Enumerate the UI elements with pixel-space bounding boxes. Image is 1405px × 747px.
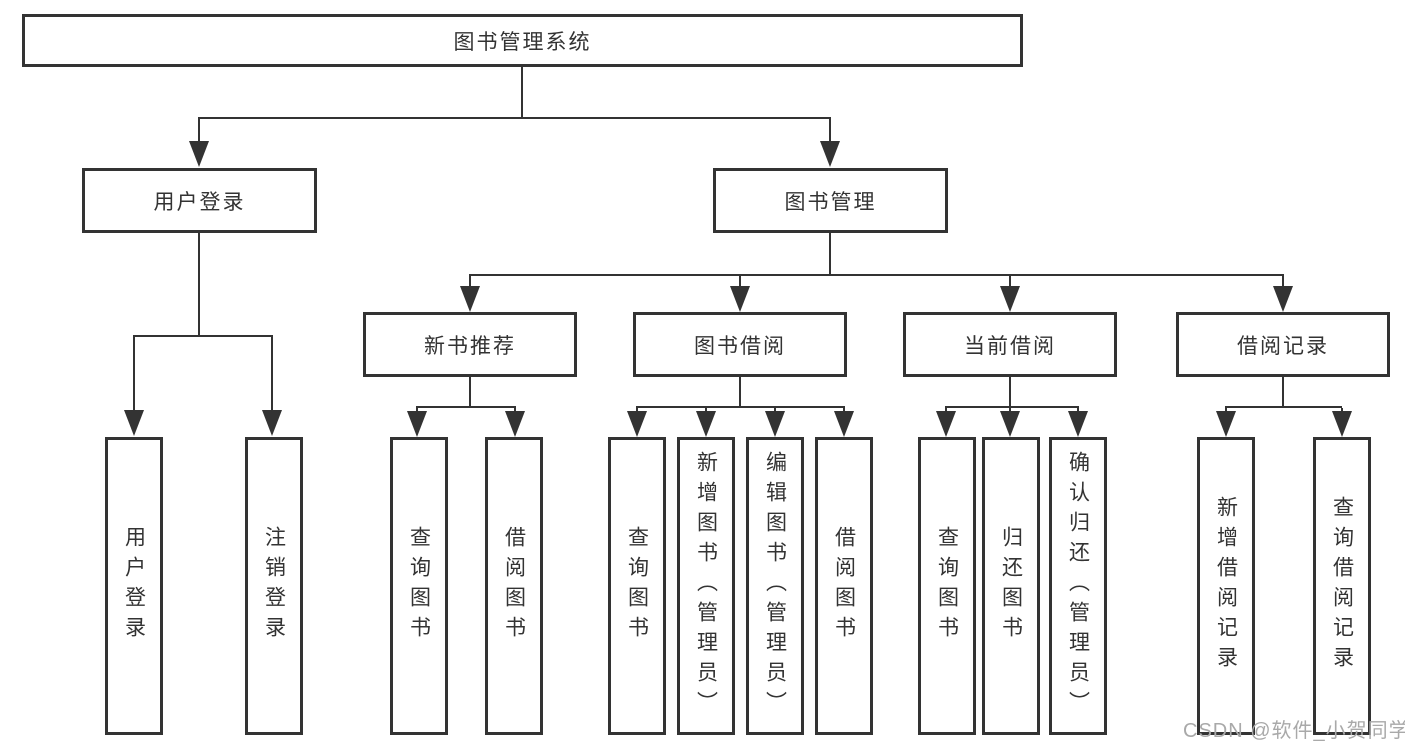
leaf-current-query-books: 查询图书: [918, 437, 976, 735]
edge-line: [739, 377, 741, 407]
edge-line: [774, 408, 776, 413]
leaf-label: 确认归还（管理员）: [1066, 451, 1090, 721]
leaf-recommend-borrow-books: 借阅图书: [485, 437, 543, 735]
arrow-down-icon: [1000, 411, 1020, 437]
edge-line: [133, 337, 135, 411]
edge-line: [198, 117, 831, 119]
arrow-down-icon: [1216, 411, 1236, 437]
leaf-label: 注销登录: [262, 526, 286, 646]
arrow-down-icon: [1332, 411, 1352, 437]
node-book-borrowing: 图书借阅: [633, 312, 847, 377]
edge-line: [636, 406, 845, 408]
arrow-down-icon: [730, 286, 750, 312]
leaf-label: 查询图书: [935, 526, 959, 646]
edge-line: [1009, 377, 1011, 407]
arrow-down-icon: [1273, 286, 1293, 312]
edge-line: [705, 408, 707, 413]
edge-line: [829, 233, 831, 275]
leaf-borrowing-add-books: 新增图书（管理员）: [677, 437, 735, 735]
leaf-borrowing-borrow-books: 借阅图书: [815, 437, 873, 735]
edge-line: [469, 274, 1284, 276]
edge-line: [1225, 406, 1342, 408]
arrow-down-icon: [627, 411, 647, 437]
leaf-label: 归还图书: [999, 526, 1023, 646]
arrow-down-icon: [407, 411, 427, 437]
leaf-label: 查询图书: [625, 526, 649, 646]
csdn-watermark: CSDN @软件_小贺同学: [1183, 720, 1405, 742]
arrow-down-icon: [1000, 286, 1020, 312]
leaf-logout: 注销登录: [245, 437, 303, 735]
edge-line: [945, 406, 1079, 408]
node-new-book-recommend: 新书推荐: [363, 312, 577, 377]
edge-line: [739, 276, 741, 287]
leaf-label: 用户登录: [122, 526, 146, 646]
leaf-records-query-record: 查询借阅记录: [1313, 437, 1371, 735]
edge-line: [1282, 276, 1284, 287]
arrow-down-icon: [765, 411, 785, 437]
edge-line: [469, 377, 471, 407]
leaf-recommend-query-books: 查询图书: [390, 437, 448, 735]
leaf-borrowing-query-books: 查询图书: [608, 437, 666, 735]
edge-line: [133, 335, 273, 337]
leaf-current-confirm-return: 确认归还（管理员）: [1049, 437, 1107, 735]
leaf-label: 编辑图书（管理员）: [763, 451, 787, 721]
arrow-down-icon: [505, 411, 525, 437]
edge-line: [416, 408, 418, 413]
node-book-management: 图书管理: [713, 168, 948, 233]
edge-line: [1077, 408, 1079, 413]
edge-line: [829, 119, 831, 142]
edge-line: [1282, 377, 1284, 407]
edge-line: [1009, 408, 1011, 413]
leaf-current-return-books: 归还图书: [982, 437, 1040, 735]
edge-line: [945, 408, 947, 413]
edge-line: [416, 406, 516, 408]
arrow-down-icon: [936, 411, 956, 437]
arrow-down-icon: [124, 410, 144, 436]
edge-line: [1341, 408, 1343, 413]
arrow-down-icon: [262, 410, 282, 436]
edge-line: [521, 67, 523, 118]
arrow-down-icon: [834, 411, 854, 437]
node-user-login: 用户登录: [82, 168, 317, 233]
leaf-label: 借阅图书: [832, 526, 856, 646]
edge-line: [843, 408, 845, 413]
edge-line: [636, 408, 638, 413]
node-borrowing-records: 借阅记录: [1176, 312, 1390, 377]
edge-line: [469, 276, 471, 287]
leaf-label: 新增图书（管理员）: [694, 451, 718, 721]
node-root: 图书管理系统: [22, 14, 1023, 67]
edge-line: [1009, 276, 1011, 287]
arrow-down-icon: [460, 286, 480, 312]
edge-line: [198, 119, 200, 142]
edge-line: [1225, 408, 1227, 413]
node-current-borrowing: 当前借阅: [903, 312, 1117, 377]
leaf-records-add-record: 新增借阅记录: [1197, 437, 1255, 735]
leaf-user-login: 用户登录: [105, 437, 163, 735]
arrow-down-icon: [1068, 411, 1088, 437]
arrow-down-icon: [820, 141, 840, 167]
arrow-down-icon: [696, 411, 716, 437]
edge-line: [198, 233, 200, 336]
leaf-label: 新增借阅记录: [1214, 496, 1238, 676]
edge-line: [514, 408, 516, 413]
leaf-label: 查询图书: [407, 526, 431, 646]
leaf-label: 查询借阅记录: [1330, 496, 1354, 676]
leaf-label: 借阅图书: [502, 526, 526, 646]
leaf-borrowing-edit-books: 编辑图书（管理员）: [746, 437, 804, 735]
edge-line: [271, 337, 273, 411]
arrow-down-icon: [189, 141, 209, 167]
